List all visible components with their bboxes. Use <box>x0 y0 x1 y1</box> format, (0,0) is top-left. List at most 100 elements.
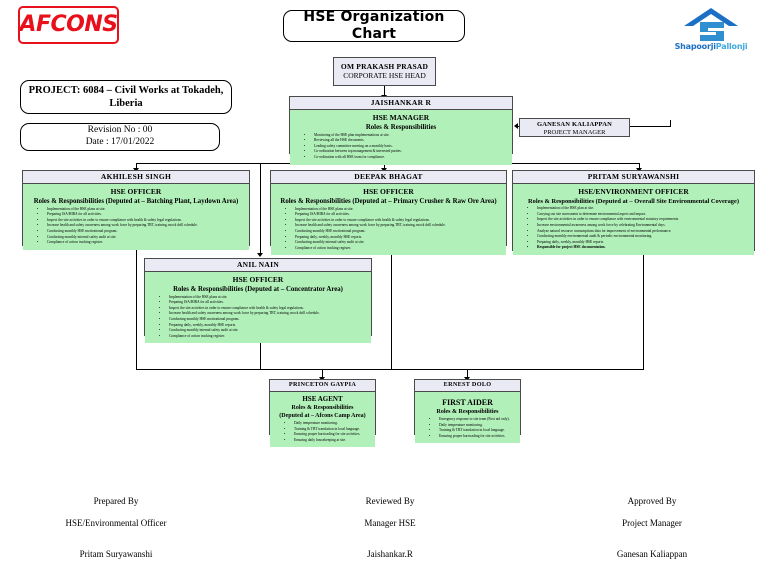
bullet-item: Monitoring of the HSE plan implementatio… <box>292 133 510 139</box>
project-manager-role: PROJECT MANAGER <box>543 129 606 137</box>
bullet-item: Ensuring daily housekeeping at site. <box>272 438 373 444</box>
drop-princeton <box>322 369 323 379</box>
shapoorji-pallonji-logo: ShapoorjiPallonji <box>668 5 754 51</box>
bullet-item: Daily temperature monitoring. <box>272 421 373 427</box>
page-title: HSE Organization Chart <box>283 9 465 42</box>
bullet-item: Increase health and safety awareness amo… <box>273 223 504 229</box>
project-manager-name: GANESAN KALIAPPAN <box>537 121 612 128</box>
deepak-rr-heading: Roles & Responsibilities (Deputed at – P… <box>280 197 497 205</box>
drop-anil <box>260 163 261 255</box>
pritam-rr-heading: Roles & Responsibilities (Deputed at – O… <box>528 197 739 205</box>
anil-bullets: Implementation of the HSE plans at site.… <box>147 295 369 340</box>
drop-akhilesh <box>136 163 137 170</box>
signature-approved-by: Approved By Project Manager Ganesan Kali… <box>572 497 732 559</box>
revision-number: Revision No : 00 <box>87 125 153 136</box>
node-project-manager[interactable]: GANESAN KALIAPPAN PROJECT MANAGER <box>519 118 630 137</box>
sp-name-part1: Shapoorji <box>674 42 716 51</box>
princeton-rr-heading: Roles & Responsibilities <box>291 404 354 411</box>
bullet-item: Carrying out site assessment to determin… <box>515 212 752 218</box>
bullet-item: Ensuring proper barricading for site act… <box>272 432 373 438</box>
signature-reviewed-by: Reviewed By Manager HSE Jaishankar.R <box>310 497 470 559</box>
drop-pritam <box>639 163 640 170</box>
deepak-role: HSE OFFICER <box>363 187 414 197</box>
bullet-item: Compliance of action tracking register. <box>147 334 369 340</box>
bullet-item: Preparing daily, weekly, monthly HSE rep… <box>273 235 504 241</box>
bullet-item: Daily temperature monitoring. <box>417 423 518 429</box>
bullet-item: Conducting monthly HSE motivational prog… <box>147 317 369 323</box>
princeton-name: PRINCETON GAYPIA <box>270 380 375 392</box>
signature-prepared-by: Prepared By HSE/Environmental Officer Pr… <box>36 497 196 559</box>
hse-manager-body: HSE MANAGER Roles & Responsibilities Mon… <box>290 110 512 165</box>
connector-head-to-manager <box>384 86 385 98</box>
pritam-role: HSE/ENVIRONMENT OFFICER <box>578 187 689 197</box>
akhilesh-bullets: Implementation of the HSE plans at site.… <box>25 207 247 246</box>
deepak-body: HSE OFFICER Roles & Responsibilities (De… <box>271 184 506 256</box>
bullet-item: Ensuring proper barricading for site act… <box>417 434 518 440</box>
anil-rr-heading: Roles & Responsibilities (Deputed at – C… <box>173 285 343 293</box>
node-deepak-bhagat[interactable]: DEEPAK BHAGAT HSE OFFICER Roles & Respon… <box>270 170 507 256</box>
drop-deepak <box>384 163 385 170</box>
node-pritam-suryawanshi[interactable]: PRITAM SURYAWANSHI HSE/ENVIRONMENT OFFIC… <box>512 170 755 255</box>
node-anil-nain[interactable]: ANIL NAIN HSE OFFICER Roles & Responsibi… <box>144 258 372 344</box>
bullet-item: Implementation of the HSE plans at site. <box>147 295 369 301</box>
bullet-item: Compliance of action tracking register. <box>273 246 504 252</box>
revision-date: Date : 17/01/2022 <box>85 137 155 147</box>
princeton-rr-heading2: (Deputed at – Afcons Camp Area) <box>279 412 366 419</box>
hse-manager-bullets: Monitoring of the HSE plan implementatio… <box>292 133 510 161</box>
afcons-logo-text: AFCONS <box>19 12 118 37</box>
pritam-body: HSE/ENVIRONMENT OFFICER Roles & Responsi… <box>513 184 754 255</box>
bullet-item: Conducting monthly internal safety audit… <box>147 328 369 334</box>
bullet-item: Increase health and safety awareness amo… <box>147 311 369 317</box>
princeton-bullets: Daily temperature monitoring.Training & … <box>272 421 373 443</box>
bullet-item: Inspect the site activities in order to … <box>515 217 752 223</box>
shapoorji-pallonji-mark <box>684 8 738 41</box>
prepared-by-name: Pritam Suryawanshi <box>79 549 153 559</box>
approved-by-role: Project Manager <box>622 518 682 528</box>
afcons-logo: AFCONS <box>18 6 119 44</box>
node-hse-manager[interactable]: JAISHANKAR R HSE MANAGER Roles & Respons… <box>289 96 513 165</box>
approved-by-label: Approved By <box>627 496 677 506</box>
deepak-bullets: Implementation of the HSE plans at site.… <box>273 207 504 252</box>
akhilesh-name: AKHILESH SINGH <box>23 171 249 185</box>
ernest-rr-heading: Roles & Responsibilities <box>436 408 499 415</box>
node-corporate-hse-head[interactable]: OM PRAKASH PRASAD CORPORATE HSE HEAD <box>333 57 436 86</box>
bullet-item: Implementation of the HSE plan at site. <box>515 206 752 212</box>
deepak-name: DEEPAK BHAGAT <box>271 171 506 185</box>
connector-pm-stub <box>670 120 671 127</box>
shapoorji-pallonji-name: ShapoorjiPallonji <box>668 42 754 51</box>
project-box: PROJECT: 6084 – Civil Works at Tokadeh, … <box>20 80 232 114</box>
bullet-item: Preparing JSA/HIRA for all activities. <box>25 212 247 218</box>
bullet-item: Inspect the site activities in order to … <box>25 218 247 224</box>
prepared-by-label: Prepared By <box>93 496 139 506</box>
arrow-pm-to-manager <box>514 123 518 129</box>
connector-akhilesh-down <box>136 246 137 369</box>
drop-ernest <box>467 369 468 379</box>
bullet-item: Conducting monthly HSE motivational prog… <box>273 229 504 235</box>
arrow-anil <box>257 253 263 257</box>
corporate-head-role: CORPORATE HSE HEAD <box>343 71 426 81</box>
hse-manager-name: JAISHANKAR R <box>290 97 512 111</box>
bullet-item: Analyze natural resource consumptions da… <box>515 229 752 235</box>
reviewed-by-label: Reviewed By <box>365 496 415 506</box>
connector-deepak-down <box>391 246 392 369</box>
bullet-item: Preparing JSA/HIRA for all activities. <box>147 300 369 306</box>
akhilesh-role: HSE OFFICER <box>110 187 162 197</box>
ernest-body: FIRST AIDER Roles & Responsibilities Eme… <box>415 391 520 444</box>
anil-body: HSE OFFICER Roles & Responsibilities (De… <box>145 272 371 344</box>
node-ernest-dolo[interactable]: ERNEST DOLO FIRST AIDER Roles & Responsi… <box>414 379 521 444</box>
bullet-item: Responsible for project HSE documentatio… <box>515 245 752 251</box>
bullet-item: Leading safety committee meeting on a mo… <box>292 144 510 150</box>
node-akhilesh-singh[interactable]: AKHILESH SINGH HSE OFFICER Roles & Respo… <box>22 170 250 250</box>
corporate-head-name: OM PRAKASH PRASAD <box>340 62 429 71</box>
bullet-item: Preparing JSA/HIRA for all activities. <box>273 212 504 218</box>
bullet-item: Implementation of the HSE plans at site. <box>25 207 247 213</box>
node-princeton-gaypia[interactable]: PRINCETON GAYPIA HSE AGENT Roles & Respo… <box>269 379 376 448</box>
bullet-item: Training & TBT translation in local lang… <box>417 428 518 434</box>
pritam-name: PRITAM SURYAWANSHI <box>513 171 754 185</box>
ernest-name: ERNEST DOLO <box>415 380 520 392</box>
hse-manager-rr-heading: Roles & Responsibilities <box>365 123 437 131</box>
bullet-item: Inspect the site activities in order to … <box>147 306 369 312</box>
sp-name-part2: Pallonji <box>715 42 748 51</box>
revision-box: Revision No : 00 Date : 17/01/2022 <box>20 123 220 151</box>
pritam-bullets: Implementation of the HSE plan at site.C… <box>515 206 752 251</box>
